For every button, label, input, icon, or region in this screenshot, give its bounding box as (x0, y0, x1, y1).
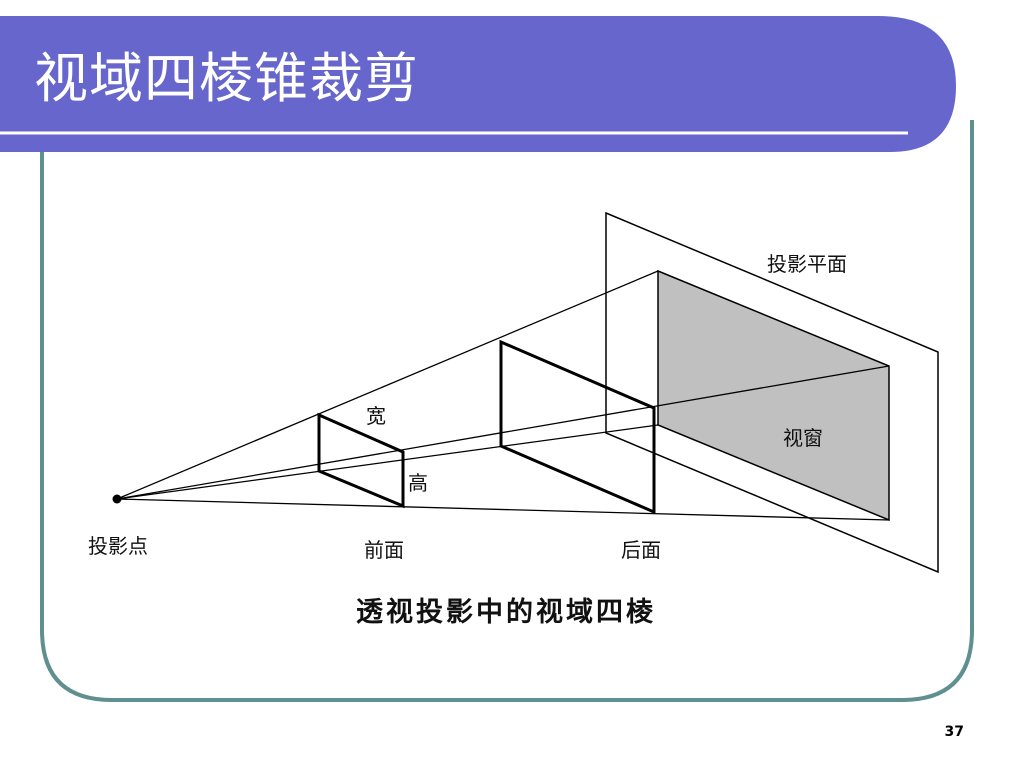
frustum-edge-bottom-right (116, 498, 890, 521)
projection-plane (605, 211, 939, 574)
width-label: 宽 (366, 404, 386, 428)
projection-plane-label: 投影平面 (767, 252, 847, 276)
viewport-label: 视窗 (783, 426, 823, 450)
diagram-caption: 透视投影中的视域四棱 (356, 597, 656, 628)
back-face (499, 339, 656, 515)
viewport-rect (657, 269, 890, 522)
front-face-label: 前面 (364, 538, 404, 562)
frustum-edge-top-right (116, 365, 890, 500)
front-face (317, 412, 405, 509)
page-number: 37 (944, 724, 964, 740)
frustum-edge-top-left (116, 270, 659, 500)
height-label: 高 (408, 471, 428, 495)
projection-point-dot (112, 494, 122, 504)
frustum-edge-bottom-left (116, 424, 659, 500)
back-face-label: 后面 (621, 538, 661, 562)
content-border (40, 120, 974, 702)
slide-title: 视域四棱锥裁剪 (34, 47, 419, 110)
header-band (0, 16, 956, 152)
projection-point-label: 投影点 (88, 534, 148, 558)
